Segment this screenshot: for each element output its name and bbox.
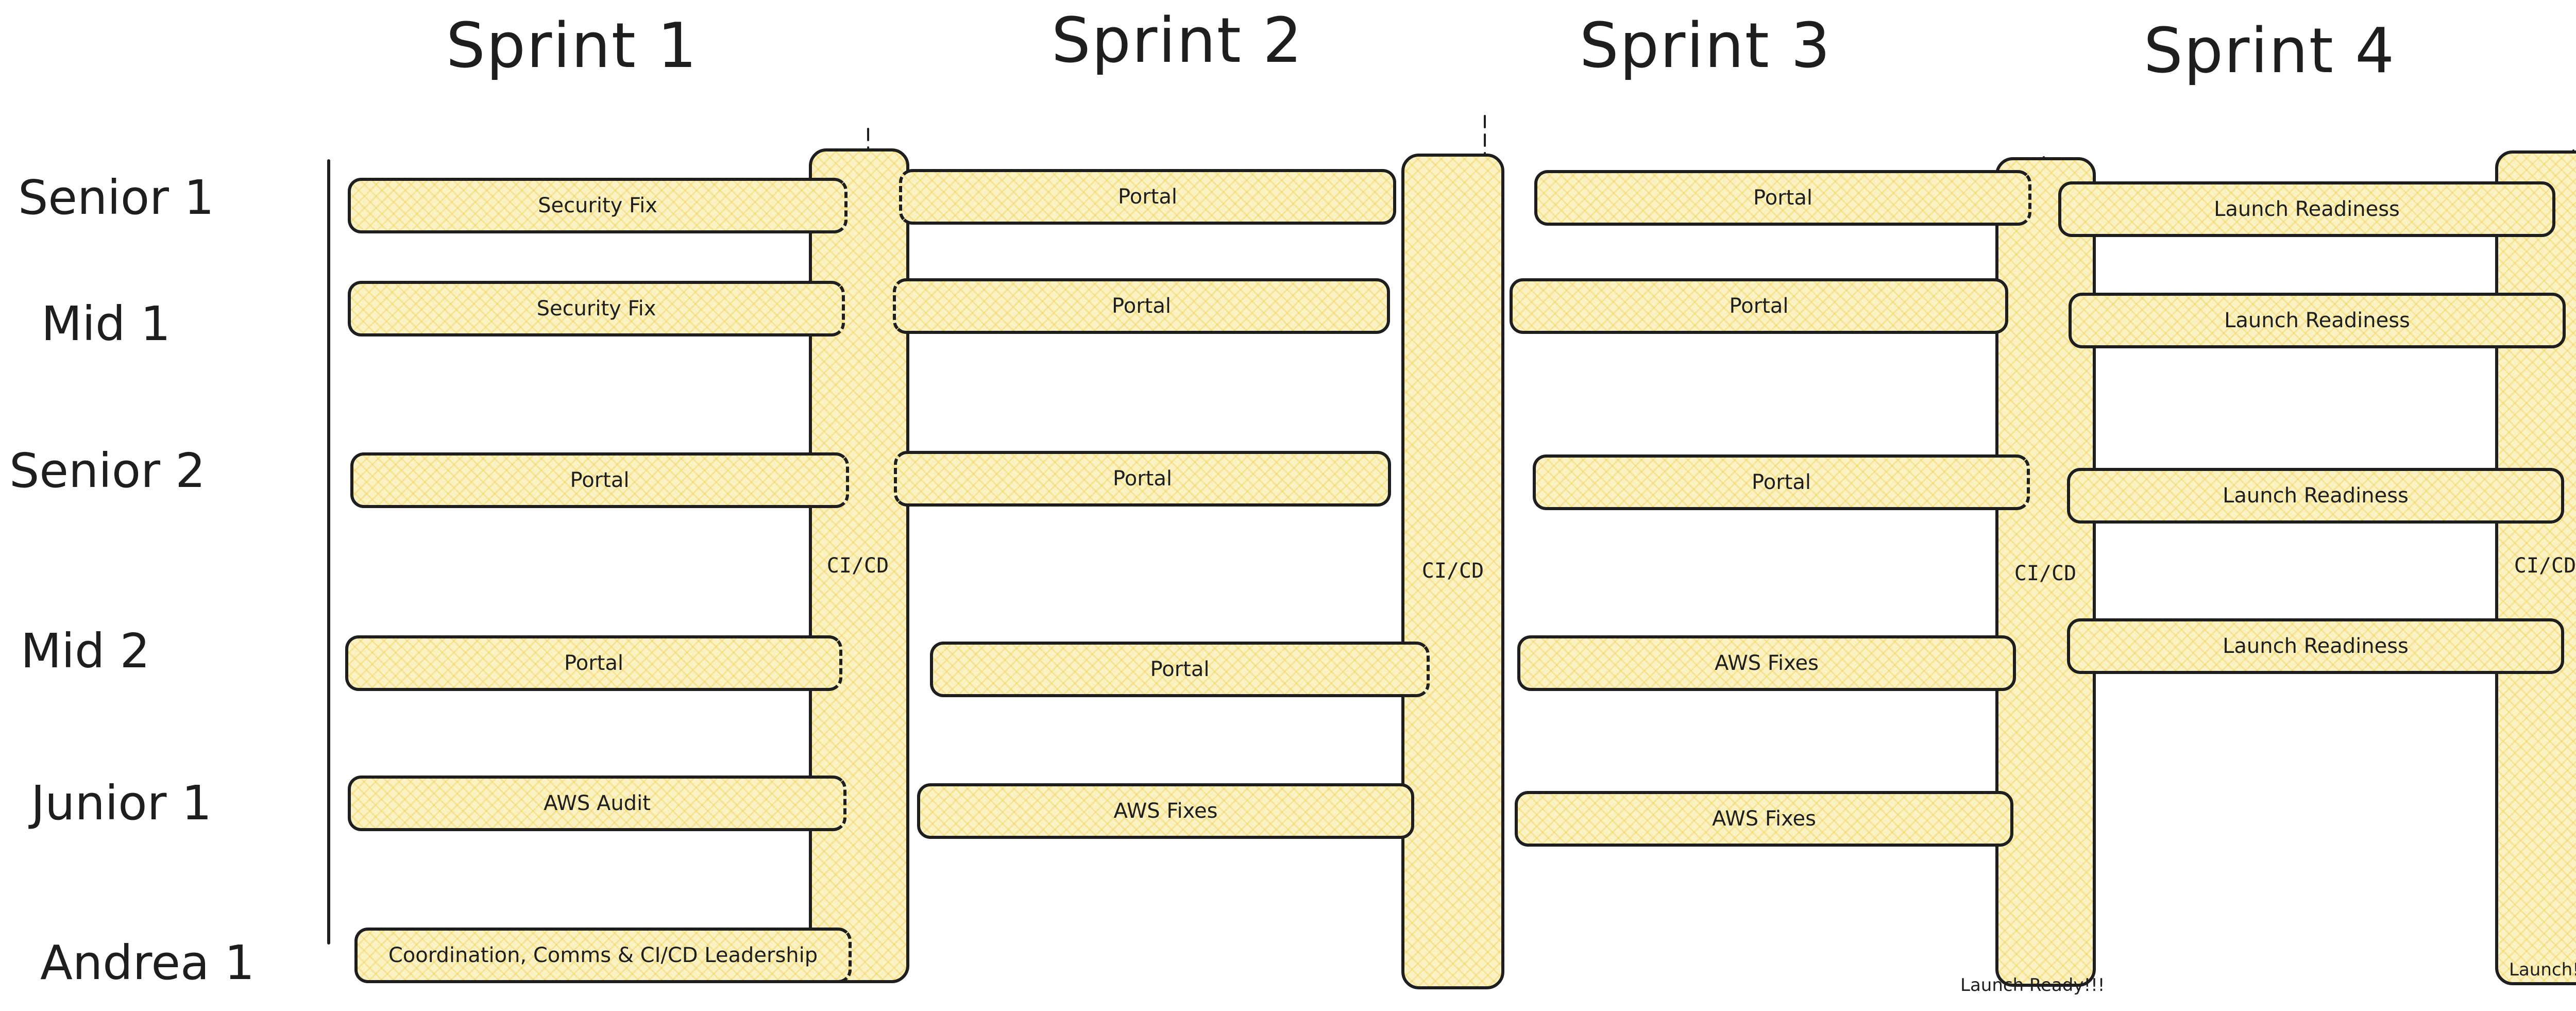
row-label-mid-2: Mid 2 xyxy=(21,624,150,679)
task-label: Coordination, Comms & CI/CD Leadership xyxy=(388,943,818,967)
task-label: Security Fix xyxy=(536,297,656,321)
task-label: Portal xyxy=(1753,186,1812,210)
cicd-label-2: CI/CD xyxy=(1421,559,1484,583)
task-s1-senior-2: Portal xyxy=(350,452,849,508)
task-s2-junior-1: AWS Fixes xyxy=(917,783,1414,839)
task-label: AWS Fixes xyxy=(1715,651,1819,675)
note-launch: Launch!! xyxy=(2509,959,2576,980)
task-s4-mid-1: Launch Readiness xyxy=(2069,293,2566,348)
sprint-header-2: Sprint 2 xyxy=(1051,5,1303,77)
sprint-header-4: Sprint 4 xyxy=(2143,15,2396,87)
task-label: Portal xyxy=(570,468,630,492)
task-label: Portal xyxy=(1729,294,1789,318)
sprint-header-1: Sprint 1 xyxy=(446,10,698,82)
task-s1-andrea-1: Coordination, Comms & CI/CD Leadership xyxy=(354,928,852,983)
task-label: Launch Readiness xyxy=(2223,634,2409,658)
task-s3-mid-2: AWS Fixes xyxy=(1517,635,2016,691)
task-s1-mid-1: Security Fix xyxy=(348,281,845,336)
task-s2-mid-2: Portal xyxy=(930,642,1430,697)
task-s4-senior-2: Launch Readiness xyxy=(2067,468,2564,524)
cicd-label-1: CI/CD xyxy=(826,554,889,578)
task-label: Security Fix xyxy=(538,194,657,217)
task-label: AWS Fixes xyxy=(1712,807,1816,831)
task-label: Portal xyxy=(1113,467,1172,491)
task-label: Launch Readiness xyxy=(2223,484,2409,508)
task-label: Portal xyxy=(564,651,623,675)
task-s1-junior-1: AWS Audit xyxy=(348,776,846,831)
row-label-andrea-1: Andrea 1 xyxy=(40,935,255,990)
task-s1-senior-1: Security Fix xyxy=(348,178,848,233)
task-s4-senior-1: Launch Readiness xyxy=(2058,181,2555,237)
task-label: Launch Readiness xyxy=(2214,197,2400,221)
task-label: Portal xyxy=(1752,470,1811,494)
row-label-senior-2: Senior 2 xyxy=(9,443,206,498)
cicd-column-2 xyxy=(1401,154,1504,989)
task-label: Launch Readiness xyxy=(2224,309,2410,332)
task-label: Portal xyxy=(1118,185,1177,209)
row-label-junior-1: Junior 1 xyxy=(31,776,212,831)
task-s2-mid-1: Portal xyxy=(893,278,1390,334)
task-s4-mid-2: Launch Readiness xyxy=(2067,618,2564,674)
task-s3-senior-1: Portal xyxy=(1534,170,2031,226)
task-s3-senior-2: Portal xyxy=(1533,454,2030,510)
sprint-header-3: Sprint 3 xyxy=(1579,10,1832,82)
cicd-label-3: CI/CD xyxy=(2014,562,2077,585)
task-s2-senior-1: Portal xyxy=(899,169,1396,225)
cicd-column-4 xyxy=(2495,150,2576,985)
cicd-label-4: CI/CD xyxy=(2514,554,2576,578)
task-s3-junior-1: AWS Fixes xyxy=(1515,791,2013,847)
row-label-mid-1: Mid 1 xyxy=(41,296,171,351)
task-label: Portal xyxy=(1150,658,1210,681)
row-label-senior-1: Senior 1 xyxy=(18,170,214,225)
note-launch-ready: Launch Ready!!! xyxy=(1960,975,2105,996)
task-label: AWS Fixes xyxy=(1113,799,1218,823)
task-s2-senior-2: Portal xyxy=(894,451,1391,507)
task-label: Portal xyxy=(1112,294,1171,318)
task-label: AWS Audit xyxy=(544,791,651,815)
task-s1-mid-2: Portal xyxy=(345,635,842,691)
task-s3-mid-1: Portal xyxy=(1510,278,2008,334)
